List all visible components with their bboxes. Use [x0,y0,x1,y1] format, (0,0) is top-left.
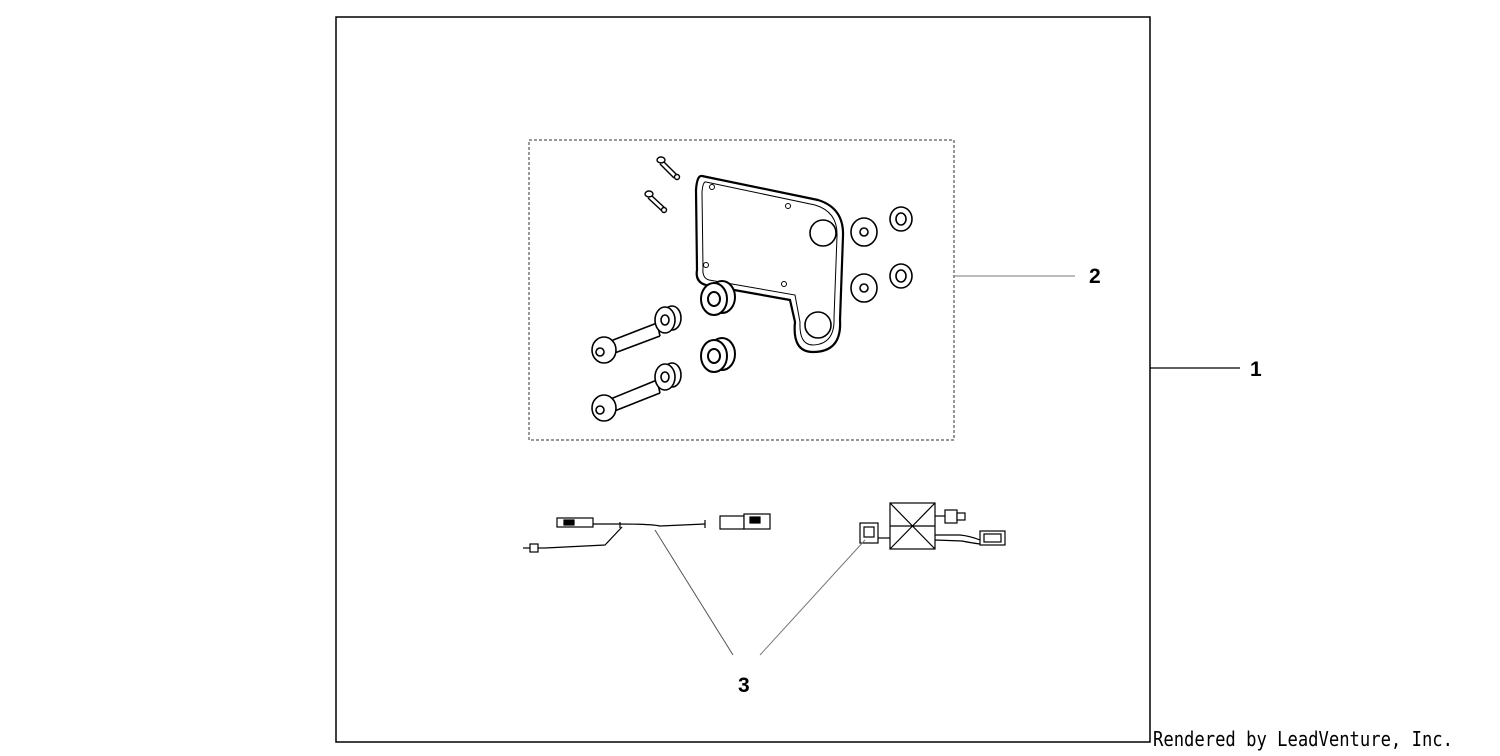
grommet [700,280,736,316]
wire-harness-right [859,502,1006,550]
kit-frame [335,16,1151,743]
bushing [654,305,682,334]
small-screw [644,190,668,214]
leader-line-harness-left [654,529,734,656]
small-screw [656,156,681,181]
collar [889,206,913,232]
bolt [591,379,661,422]
callout-harness: 3 [738,674,750,697]
bushing [654,362,682,391]
washer [850,217,878,247]
washer [850,273,878,303]
credit-text: Rendered by LeadVenture, Inc. [1153,727,1453,751]
bolt [591,322,661,364]
leader-line-harness-right [759,539,866,656]
callout-kit: 1 [1250,358,1262,381]
mounting-bracket [694,174,845,354]
wire-harness-left [523,513,771,553]
collar [889,263,913,289]
callout-bracket-set: 2 [1089,265,1101,288]
bracket-set-box [528,139,955,441]
grommet [700,337,736,373]
